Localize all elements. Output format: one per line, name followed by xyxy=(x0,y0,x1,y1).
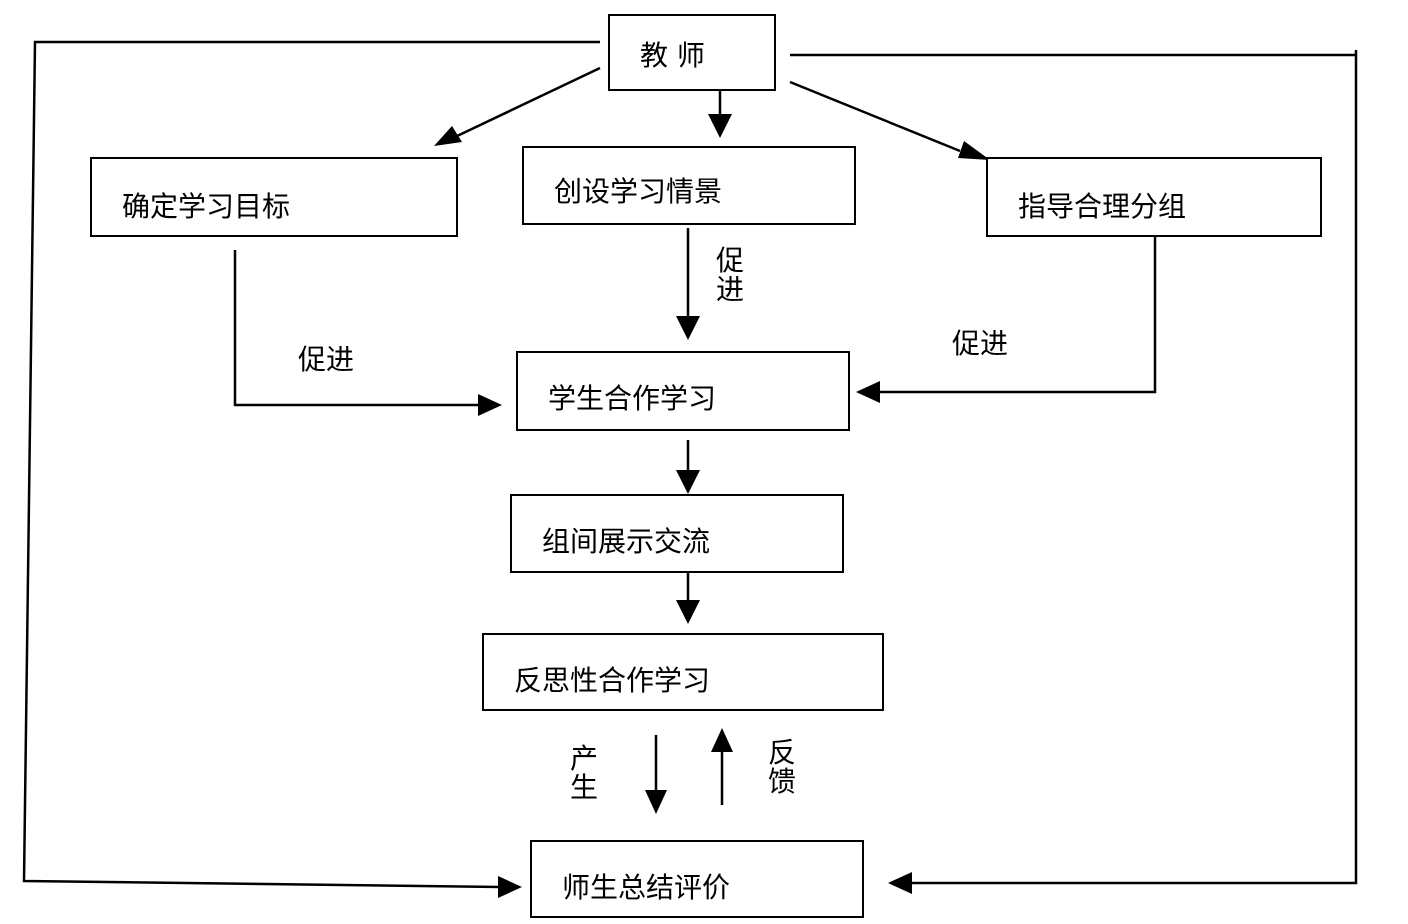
edge-label-promote-left: 促进 xyxy=(298,343,355,376)
arrowhead-feedback xyxy=(711,728,733,752)
arrowhead-groups xyxy=(958,141,990,160)
node-reflective: 反思性合作学习 xyxy=(482,633,884,711)
arrowhead-scene xyxy=(708,114,732,138)
arrowhead-goals-coop xyxy=(478,394,502,416)
edge-label-produce: 产生 xyxy=(570,742,599,805)
node-summary: 师生总结评价 xyxy=(530,840,864,918)
node-group-show-label: 组间展示交流 xyxy=(542,525,711,558)
node-guide-groups: 指导合理分组 xyxy=(986,157,1322,237)
arrowhead-produce xyxy=(645,790,667,814)
node-reflective-label: 反思性合作学习 xyxy=(514,664,711,697)
node-student-coop-label: 学生合作学习 xyxy=(548,382,717,415)
node-summary-label: 师生总结评价 xyxy=(562,871,731,904)
arrowhead-goals xyxy=(434,126,462,146)
edge-label-feedback: 反馈 xyxy=(768,736,797,799)
arrowhead-coop-show xyxy=(676,470,700,494)
node-student-coop: 学生合作学习 xyxy=(516,351,850,431)
edge-label-promote-right: 促进 xyxy=(952,327,1009,360)
arrow-teacher-to-groups xyxy=(789,80,961,153)
edge-label-promote-center: 促进 xyxy=(716,244,745,307)
arrowhead-scene-coop xyxy=(676,316,700,340)
node-set-goals-label: 确定学习目标 xyxy=(122,190,291,223)
node-guide-groups-label: 指导合理分组 xyxy=(1018,190,1187,223)
arrow-groups-to-coop xyxy=(880,236,1157,394)
node-group-show: 组间展示交流 xyxy=(510,494,844,573)
node-teacher-label: 教 师 xyxy=(640,39,705,72)
arrow-loop-right xyxy=(790,50,1358,885)
node-create-scene-label: 创设学习情景 xyxy=(554,175,723,208)
node-teacher: 教 师 xyxy=(608,14,776,91)
arrowhead-show-reflective xyxy=(676,600,700,624)
arrowhead-loop-right xyxy=(888,872,912,894)
arrowhead-groups-coop xyxy=(856,381,880,403)
arrowhead-loop-left xyxy=(498,876,522,898)
arrow-loop-left xyxy=(22,40,600,889)
node-create-scene: 创设学习情景 xyxy=(522,146,856,225)
arrow-teacher-to-goals xyxy=(454,66,601,139)
arrow-goals-to-coop xyxy=(233,250,478,407)
node-set-goals: 确定学习目标 xyxy=(90,157,458,237)
